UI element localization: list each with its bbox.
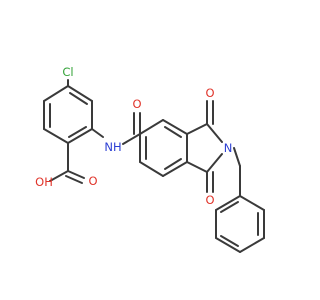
carboxylic-acid-bonds — [49, 142, 85, 184]
isoindoline-benzene-ring — [139, 119, 188, 177]
molecule-structure: Cl NH O N O O O OH — [35, 65, 265, 253]
acid-carbonyl-oxygen-label: O — [88, 174, 97, 188]
amide-linker-bonds — [91, 112, 164, 145]
imide-ring — [186, 100, 223, 193]
benzyl-group — [215, 147, 265, 253]
amide-oxygen-label: O — [132, 97, 141, 111]
chlorine-atom-label: Cl — [62, 65, 73, 79]
acid-hydroxyl-label: OH — [35, 175, 53, 189]
imide-nitrogen-label: N — [224, 141, 233, 155]
chlorobenzoic-ring — [43, 85, 93, 144]
imide-top-oxygen-label: O — [205, 86, 214, 100]
molecule-canvas: Cl NH O N O O O OH — [35, 65, 265, 253]
amide-nh-label: NH — [104, 140, 121, 154]
imide-bottom-oxygen-label: O — [205, 193, 214, 207]
